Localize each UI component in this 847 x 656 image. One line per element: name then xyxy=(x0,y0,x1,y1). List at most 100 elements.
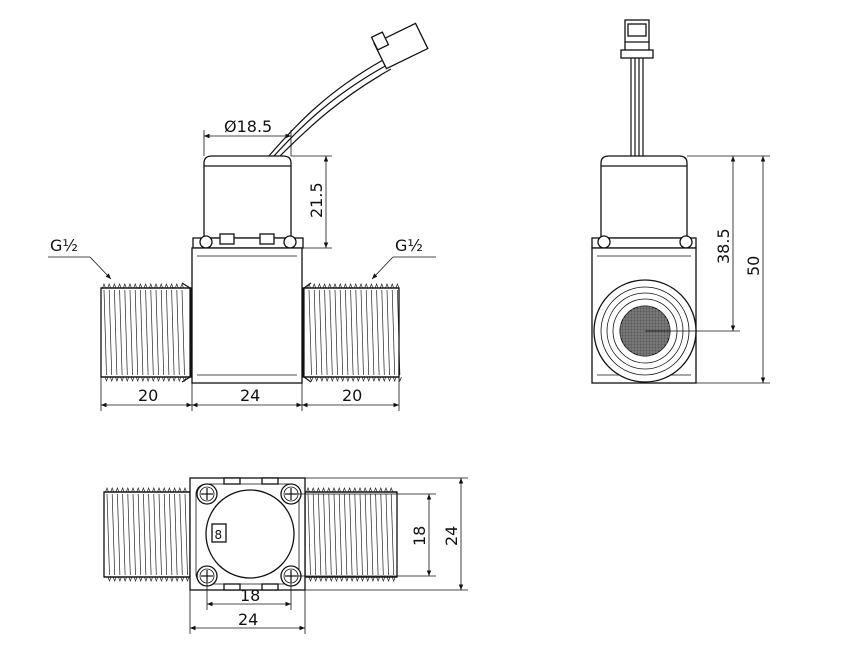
valve-body xyxy=(191,247,303,384)
thread-line xyxy=(312,493,317,576)
thread-crest xyxy=(342,487,347,493)
thread-crest xyxy=(314,376,319,382)
thread-crest xyxy=(384,487,388,493)
thread-line xyxy=(129,289,133,376)
thread-line xyxy=(155,289,159,376)
thread-crest xyxy=(377,376,381,382)
thread-line xyxy=(385,493,389,576)
thread-line xyxy=(137,493,142,576)
thread-crest xyxy=(308,576,313,582)
thread-crest xyxy=(389,487,394,493)
thread-line xyxy=(324,289,328,376)
thread-crest xyxy=(325,376,329,382)
thread-line xyxy=(319,289,323,376)
thread-crest xyxy=(172,376,176,382)
thread-line xyxy=(134,289,139,376)
thread-crest xyxy=(157,487,161,493)
thread-crest xyxy=(348,283,353,289)
thread-line xyxy=(345,289,349,376)
thread-line xyxy=(143,493,147,576)
thread-line xyxy=(132,493,136,576)
thread-crest xyxy=(141,487,146,493)
bottom-left-thread xyxy=(103,487,191,582)
coil-cylinder xyxy=(203,155,292,239)
thread-crest xyxy=(313,576,318,582)
thread-crest xyxy=(174,283,179,289)
thread-line xyxy=(124,289,128,376)
thread-crest xyxy=(361,376,366,382)
thread-crest xyxy=(309,376,314,382)
total-height-label: 50 xyxy=(744,256,763,276)
thread-crest xyxy=(379,283,384,289)
thread-line xyxy=(169,493,173,576)
thread-line xyxy=(174,493,178,576)
chip-label: 8 xyxy=(215,528,223,542)
thread-crest xyxy=(363,487,368,493)
bottom-width-label: 24 xyxy=(238,610,258,629)
hole-spacing-v-label: 18 xyxy=(410,526,429,546)
thread-crest xyxy=(154,283,158,289)
thread-crest xyxy=(365,576,370,582)
thread-crest xyxy=(376,576,380,582)
left-thread-label: G½ xyxy=(50,236,78,255)
thread-crest xyxy=(391,576,396,582)
coil-height-label: 21.5 xyxy=(307,182,326,218)
thread-line xyxy=(380,493,384,576)
thread-line xyxy=(391,289,396,376)
thread-line xyxy=(333,493,337,576)
thread-crest xyxy=(382,376,387,382)
thread-crest xyxy=(151,487,156,493)
thread-crest xyxy=(172,487,177,493)
thread-line xyxy=(160,289,165,376)
thread-crest xyxy=(329,576,334,582)
axis-height-label: 38.5 xyxy=(714,228,733,264)
right-length-label: 20 xyxy=(342,386,362,405)
thread-line xyxy=(148,493,152,576)
thread-crest xyxy=(135,376,140,382)
thread-crest xyxy=(110,487,115,493)
thread-line xyxy=(397,289,401,376)
thread-line xyxy=(318,493,322,576)
thread-crest xyxy=(175,576,179,582)
thread-crest xyxy=(177,376,182,382)
thread-crest xyxy=(360,576,365,582)
thread-crest xyxy=(321,487,326,493)
thread-crest xyxy=(338,283,343,289)
top-flange xyxy=(192,233,304,249)
wire-harness xyxy=(267,22,429,159)
thread-crest xyxy=(151,376,156,382)
thread-line xyxy=(338,493,343,576)
thread-crest xyxy=(326,487,331,493)
thread-crest xyxy=(350,576,354,582)
thread-crest xyxy=(355,576,360,582)
left-thread xyxy=(100,282,192,383)
thread-crest xyxy=(115,376,119,382)
thread-crest xyxy=(149,576,153,582)
connector-plug xyxy=(370,22,429,70)
thread-crest xyxy=(180,283,184,289)
thread-crest xyxy=(177,487,182,493)
thread-crest xyxy=(180,576,185,582)
thread-crest xyxy=(352,487,357,493)
thread-crest xyxy=(128,283,132,289)
thread-crest xyxy=(185,576,190,582)
thread-line xyxy=(145,289,149,376)
front-length-dimensions: 20 24 20 xyxy=(100,377,400,411)
left-thread-callout: G½ xyxy=(48,236,112,280)
bottom-dimensions: 18 24 18 24 xyxy=(189,477,468,634)
thread-line xyxy=(122,493,126,576)
thread-crest xyxy=(125,376,130,382)
thread-crest xyxy=(167,376,171,382)
thread-crest xyxy=(374,283,379,289)
thread-crest xyxy=(366,376,371,382)
thread-line xyxy=(181,289,185,376)
thread-crest xyxy=(122,283,127,289)
thread-line xyxy=(127,493,131,576)
thread-crest xyxy=(371,576,375,582)
thread-crest xyxy=(141,376,145,382)
thread-crest xyxy=(143,283,148,289)
screw-top-left xyxy=(196,483,218,505)
thread-crest xyxy=(390,283,395,289)
thread-line xyxy=(355,289,359,376)
thread-crest xyxy=(138,576,143,582)
